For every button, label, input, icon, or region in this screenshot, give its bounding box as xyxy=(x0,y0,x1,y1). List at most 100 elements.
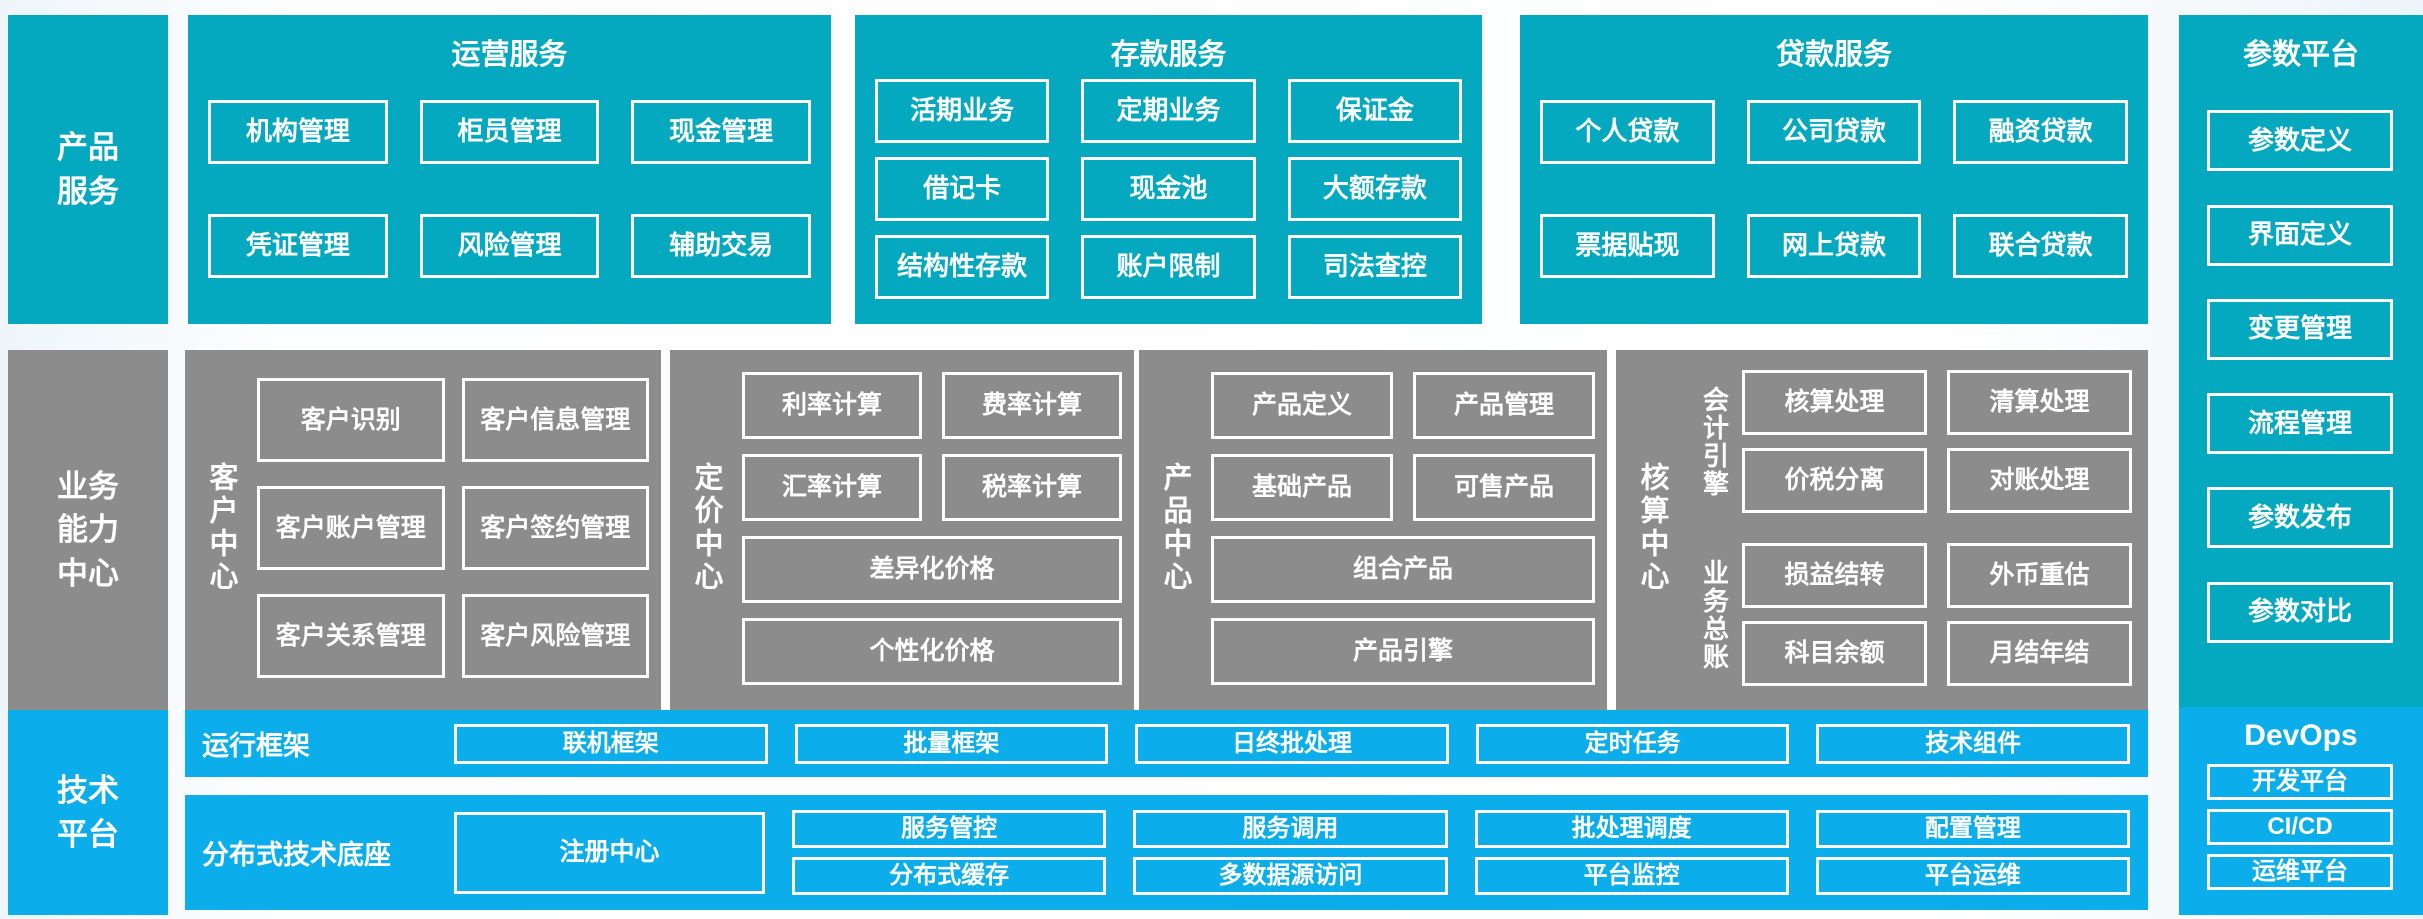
diagram-box-param-compare: 参数对比 xyxy=(2207,581,2393,643)
section-parameter-platform: 参数平台 参数定义 界面定义 变更管理 流程管理 参数发布 参数对比 xyxy=(2179,15,2423,710)
diagram-box-judicial-control: 司法查控 xyxy=(1287,235,1462,299)
diagram-box-bill-discount: 票据贴现 xyxy=(1540,213,1715,278)
accounting-center-label: 核算中心 xyxy=(1636,462,1668,594)
section-devops: DevOps 开发平台 CI/CD 运维平台 xyxy=(2179,707,2423,915)
diagram-box-clearing-process: 清算处理 xyxy=(1947,370,2132,435)
diagram-box-cicd: CI/CD xyxy=(2207,809,2393,845)
product-center-grid: 产品定义 产品管理 基础产品 可售产品 组合产品 产品引擎 xyxy=(1211,362,1595,694)
diagram-box-demand-business: 活期业务 xyxy=(875,79,1050,143)
diagram-box-online-loan: 网上贷款 xyxy=(1746,213,1922,278)
section-distributed-tech-base: 分布式技术底座 注册中心 服务管控 服务调用 批处理调度 配置管理 分布式缓存 … xyxy=(185,795,2148,910)
diagram-box-product-definition: 产品定义 xyxy=(1211,371,1393,439)
diagram-box-product-engine: 产品引擎 xyxy=(1211,617,1595,685)
devops-stack: 开发平台 CI/CD 运维平台 xyxy=(2179,753,2423,915)
section-accounting-center: 核算中心 会计引擎 核算处理 清算处理 价税分离 对账处理 业务总账 损益结转 … xyxy=(1616,350,2148,710)
diagram-box-ops-platform: 运维平台 xyxy=(2207,854,2393,890)
runtime-framework-grid: 联机框架 批量框架 日终批处理 定时任务 技术组件 xyxy=(454,723,2130,764)
diagram-box-param-definition: 参数定义 xyxy=(2207,110,2393,172)
diagram-box-cash-mgmt: 现金管理 xyxy=(631,99,811,164)
diagram-box-institution-mgmt: 机构管理 xyxy=(208,99,388,164)
diagram-box-financing-loan: 融资贷款 xyxy=(1953,99,2128,164)
diagram-box-process-mgmt: 流程管理 xyxy=(2207,393,2393,455)
accounting-engine-label: 会计引擎 xyxy=(1699,385,1730,498)
diagram-box-accounting-process: 核算处理 xyxy=(1742,370,1927,435)
diagram-box-registry-center: 注册中心 xyxy=(454,811,765,894)
diagram-box-tech-components: 技术组件 xyxy=(1816,723,2130,764)
accounting-engine-group: 会计引擎 核算处理 清算处理 价税分离 对账处理 xyxy=(1688,370,2132,513)
diagram-box-basic-product: 基础产品 xyxy=(1211,453,1393,521)
loan-services-title: 贷款服务 xyxy=(1775,39,1892,71)
diagram-box-differentiated-price: 差异化价格 xyxy=(742,535,1122,603)
diagram-box-price-tax-separation: 价税分离 xyxy=(1742,448,1927,513)
parameter-platform-title: 参数平台 xyxy=(2242,39,2359,71)
diagram-box-batch-framework: 批量框架 xyxy=(794,723,1109,764)
product-center-label: 产品中心 xyxy=(1159,462,1191,594)
diagram-box-distributed-cache: 分布式缓存 xyxy=(792,857,1107,895)
section-customer-center: 客户中心 客户识别 客户信息管理 客户账户管理 客户签约管理 客户关系管理 客户… xyxy=(185,350,661,710)
customer-center-grid: 客户识别 客户信息管理 客户账户管理 客户签约管理 客户关系管理 客户风险管理 xyxy=(257,362,649,694)
diagram-box-structured-deposit: 结构性存款 xyxy=(875,235,1050,299)
business-ledger-grid: 损益结转 外币重估 科目余额 月结年结 xyxy=(1742,543,2132,686)
diagram-box-cash-pool: 现金池 xyxy=(1081,157,1256,221)
diagram-box-online-framework: 联机框架 xyxy=(454,723,768,764)
diagram-box-combined-product: 组合产品 xyxy=(1211,535,1595,603)
diagram-box-change-mgmt: 变更管理 xyxy=(2207,298,2393,360)
runtime-framework-label: 运行框架 xyxy=(202,731,310,761)
accounting-center-body: 会计引擎 核算处理 清算处理 价税分离 对账处理 业务总账 损益结转 外币重估 … xyxy=(1688,362,2136,694)
diagram-box-large-deposit: 大额存款 xyxy=(1287,157,1462,221)
diagram-box-customer-contract-mgmt: 客户签约管理 xyxy=(461,486,649,570)
diagram-box-teller-mgmt: 柜员管理 xyxy=(419,99,600,164)
diagram-box-customer-info-mgmt: 客户信息管理 xyxy=(461,378,649,462)
diagram-box-fee-calc: 费率计算 xyxy=(942,371,1122,439)
diagram-box-time-business: 定期业务 xyxy=(1081,79,1256,143)
diagram-box-platform-monitoring: 平台监控 xyxy=(1474,857,1789,895)
diagram-box-fx-revaluation: 外币重估 xyxy=(1947,543,2132,608)
diagram-box-personal-loan: 个人贷款 xyxy=(1540,99,1715,164)
diagram-box-customer-risk-mgmt: 客户风险管理 xyxy=(461,594,649,678)
diagram-box-auxiliary-trade: 辅助交易 xyxy=(631,213,811,278)
loan-services-grid: 个人贷款 公司贷款 融资贷款 票据贴现 网上贷款 联合贷款 xyxy=(1520,73,2148,324)
diagram-box-multi-datasource: 多数据源访问 xyxy=(1133,857,1448,895)
diagram-box-platform-ops: 平台运维 xyxy=(1815,857,2130,895)
distributed-tech-grid: 服务管控 服务调用 批处理调度 配置管理 分布式缓存 多数据源访问 平台监控 平… xyxy=(792,810,2130,895)
diagram-box-risk-mgmt: 风险管理 xyxy=(419,213,600,278)
diagram-box-month-year-end: 月结年结 xyxy=(1947,621,2132,686)
diagram-box-exchange-calc: 汇率计算 xyxy=(742,453,922,521)
pricing-center-label: 定价中心 xyxy=(690,462,722,594)
diagram-box-param-release: 参数发布 xyxy=(2207,487,2393,549)
side-label-technology-platform: 技术 平台 xyxy=(8,710,168,915)
diagram-box-syndicated-loan: 联合贷款 xyxy=(1953,213,2128,278)
deposit-services-grid: 活期业务 定期业务 保证金 借记卡 现金池 大额存款 结构性存款 账户限制 司法… xyxy=(855,73,1482,325)
diagram-box-scheduled-task: 定时任务 xyxy=(1475,723,1790,764)
side-label-product-services: 产品 服务 xyxy=(8,15,168,324)
diagram-box-customer-relation-mgmt: 客户关系管理 xyxy=(257,594,445,678)
pricing-center-grid: 利率计算 费率计算 汇率计算 税率计算 差异化价格 个性化价格 xyxy=(742,362,1122,694)
diagram-box-pl-carryover: 损益结转 xyxy=(1742,543,1927,608)
business-ledger-group: 业务总账 损益结转 外币重估 科目余额 月结年结 xyxy=(1688,543,2132,686)
accounting-engine-grid: 核算处理 清算处理 价税分离 对账处理 xyxy=(1742,370,2132,513)
diagram-box-service-invocation: 服务调用 xyxy=(1133,810,1448,848)
customer-center-label: 客户中心 xyxy=(205,462,237,594)
diagram-box-sellable-product: 可售产品 xyxy=(1413,453,1595,521)
diagram-box-eod-batch: 日终批处理 xyxy=(1135,723,1449,764)
diagram-box-reconciliation: 对账处理 xyxy=(1947,448,2132,513)
operations-services-title: 运营服务 xyxy=(451,39,568,71)
diagram-box-tax-calc: 税率计算 xyxy=(942,453,1122,521)
side-label-business-capability-center: 业务 能力 中心 xyxy=(8,350,168,710)
diagram-box-subject-balance: 科目余额 xyxy=(1742,621,1927,686)
parameter-platform-stack: 参数定义 界面定义 变更管理 流程管理 参数发布 参数对比 xyxy=(2179,73,2423,710)
diagram-box-ui-definition: 界面定义 xyxy=(2207,204,2393,266)
diagram-box-dev-platform: 开发平台 xyxy=(2207,764,2393,800)
devops-title: DevOps xyxy=(2244,719,2358,752)
diagram-box-config-mgmt: 配置管理 xyxy=(1815,810,2130,848)
diagram-box-customer-account-mgmt: 客户账户管理 xyxy=(257,486,445,570)
section-loan-services: 贷款服务 个人贷款 公司贷款 融资贷款 票据贴现 网上贷款 联合贷款 xyxy=(1520,15,2148,324)
section-runtime-framework: 运行框架 联机框架 批量框架 日终批处理 定时任务 技术组件 xyxy=(185,710,2148,777)
section-deposit-services: 存款服务 活期业务 定期业务 保证金 借记卡 现金池 大额存款 结构性存款 账户… xyxy=(855,15,1482,324)
diagram-box-product-mgmt: 产品管理 xyxy=(1413,371,1595,439)
diagram-box-customer-identify: 客户识别 xyxy=(257,378,445,462)
diagram-box-personalized-price: 个性化价格 xyxy=(742,617,1122,685)
diagram-box-batch-scheduling: 批处理调度 xyxy=(1474,810,1789,848)
diagram-box-account-restriction: 账户限制 xyxy=(1081,235,1256,299)
